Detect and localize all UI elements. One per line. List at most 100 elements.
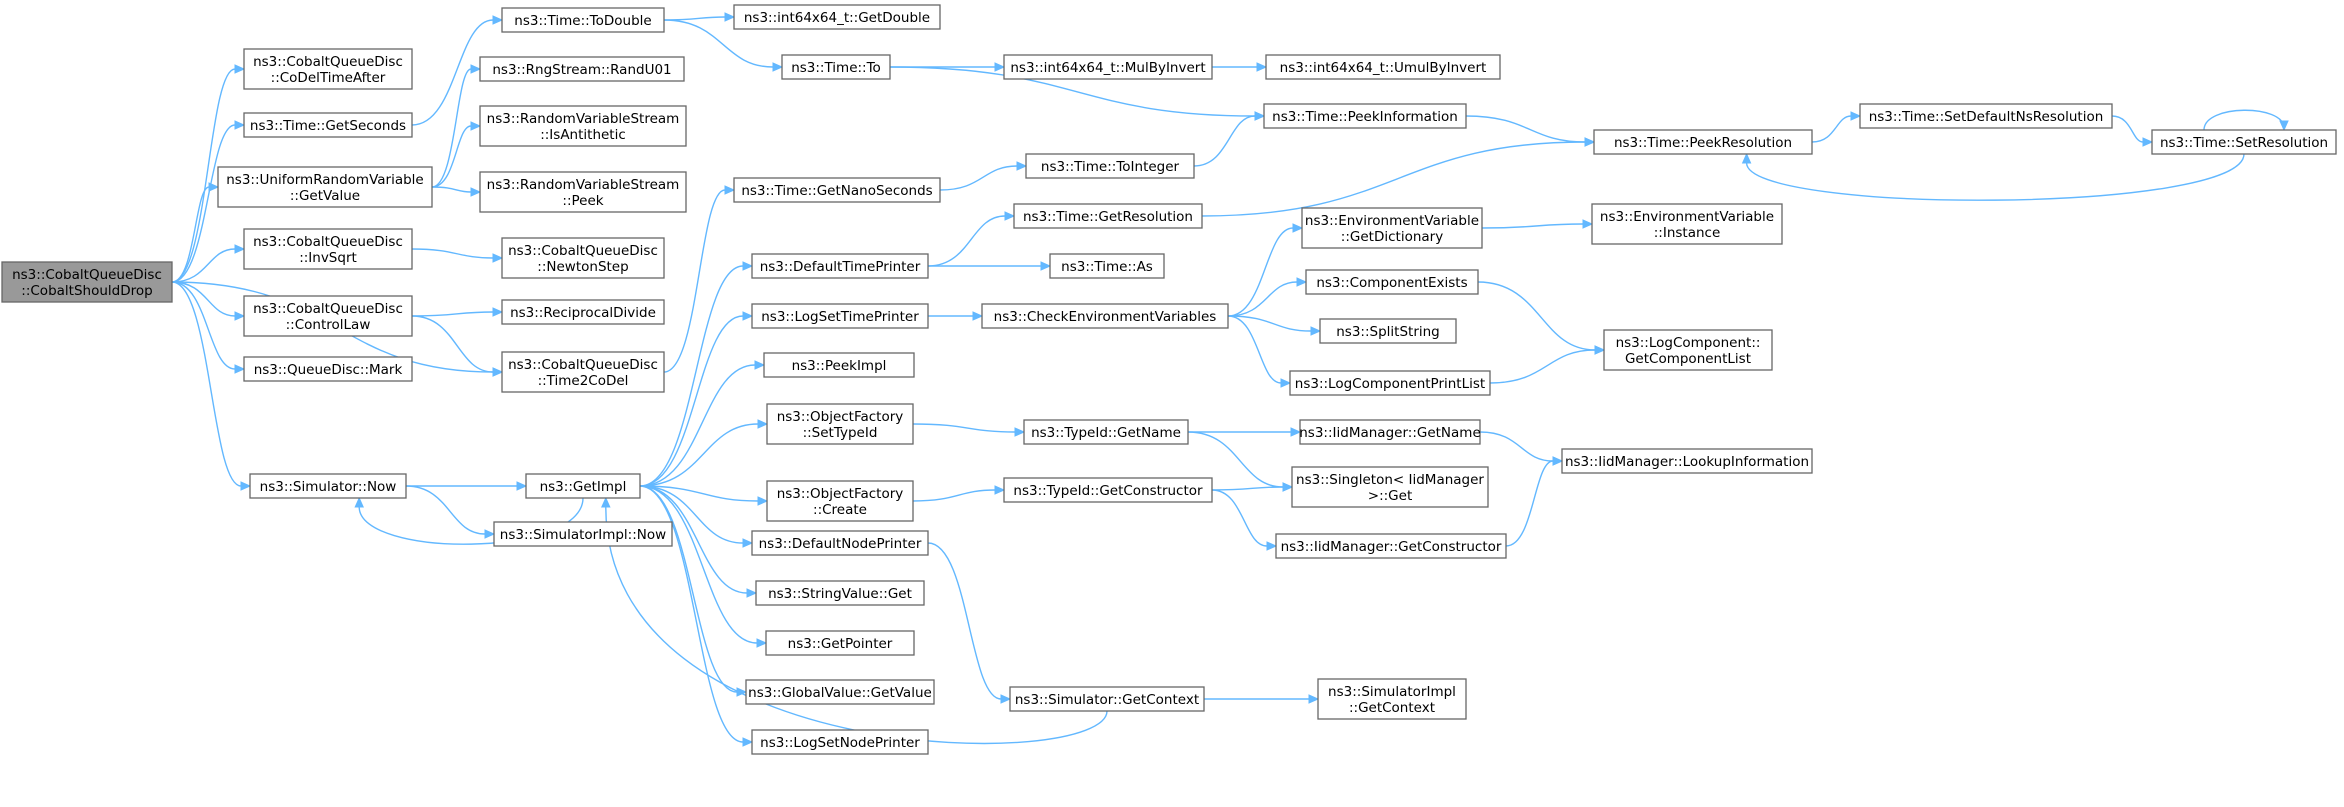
graph-node-peekresolution[interactable]: ns3::Time::PeekResolution: [1593, 129, 1813, 155]
graph-node-getpointer[interactable]: ns3::GetPointer: [765, 630, 915, 656]
graph-node-env-instance[interactable]: ns3::EnvironmentVariable::Instance: [1591, 203, 1783, 245]
graph-node-box: [217, 166, 433, 208]
graph-node-splitstring[interactable]: ns3::SplitString: [1319, 318, 1457, 344]
edge-arrowhead: [1292, 223, 1304, 233]
edge-arrowhead: [1254, 111, 1266, 121]
graph-node-peek-stream[interactable]: ns3::RandomVariableStream::Peek: [479, 171, 687, 213]
graph-node-invsqrt[interactable]: ns3::CobaltQueueDisc::InvSqrt: [243, 228, 413, 270]
graph-node-box: [1859, 103, 2113, 129]
graph-node-todouble[interactable]: ns3::Time::ToDouble: [501, 7, 665, 33]
edge-arrowhead: [240, 481, 252, 491]
graph-node-logsetnodeprinter[interactable]: ns3::LogSetNodePrinter: [751, 729, 929, 755]
graph-node-randu01[interactable]: ns3::RngStream::RandU01: [479, 56, 685, 82]
graph-node-tointeger[interactable]: ns3::Time::ToInteger: [1025, 153, 1195, 179]
graph-node-setdefaultnsresolution[interactable]: ns3::Time::SetDefaultNsResolution: [1859, 103, 2113, 129]
graph-node-of-create[interactable]: ns3::ObjectFactory::Create: [766, 480, 914, 522]
graph-node-label: ::CoDelTimeAfter: [271, 70, 386, 86]
graph-node-box: [1013, 203, 1203, 229]
graph-node-defaultnodeprinter[interactable]: ns3::DefaultNodePrinter: [751, 530, 929, 556]
graph-node-simimpl-getcontext[interactable]: ns3::SimulatorImpl::GetContext: [1317, 678, 1467, 720]
graph-node-time-to[interactable]: ns3::Time::To: [781, 54, 891, 80]
edge-arrowhead: [742, 737, 754, 747]
graph-node-sim-now[interactable]: ns3::Simulator::Now: [249, 473, 407, 499]
graph-node-time-as[interactable]: ns3::Time::As: [1049, 253, 1165, 279]
graph-node-defaulttimeprinter[interactable]: ns3::DefaultTimePrinter: [751, 253, 929, 279]
graph-node-getimpl[interactable]: ns3::GetImpl: [525, 473, 641, 499]
graph-node-label: ns3::Time::As: [1061, 259, 1153, 275]
graph-node-iid-lookup[interactable]: ns3::IidManager::LookupInformation: [1561, 448, 1813, 474]
edge-arrowhead: [1014, 427, 1026, 437]
graph-edge: [639, 485, 758, 644]
graph-node-get-seconds[interactable]: ns3::Time::GetSeconds: [243, 112, 413, 138]
graph-node-label: ns3::TypeId::GetName: [1031, 425, 1181, 441]
graph-node-env-getdictionary[interactable]: ns3::EnvironmentVariable::GetDictionary: [1301, 207, 1483, 249]
graph-edge: [912, 423, 1016, 433]
graph-node-singleton-get[interactable]: ns3::Singleton< IidManager >::Get: [1291, 466, 1489, 508]
graph-node-box: [765, 630, 915, 656]
graph-edge: [639, 485, 759, 502]
graph-node-reciprocal[interactable]: ns3::ReciprocalDivide: [501, 299, 665, 325]
graph-node-controllaw[interactable]: ns3::CobaltQueueDisc::ControlLaw: [243, 295, 413, 337]
graph-node-box: [1291, 466, 1489, 508]
graph-node-typeid-getname[interactable]: ns3::TypeId::GetName: [1023, 419, 1189, 445]
graph-edge: [927, 215, 1006, 267]
edge-arrowhead: [1282, 482, 1294, 492]
graph-node-box: [479, 56, 685, 82]
graph-edge: [663, 19, 774, 68]
graph-node-of-settypeid[interactable]: ns3::ObjectFactory::SetTypeId: [766, 403, 914, 445]
graph-node-int-getdouble[interactable]: ns3::int64x64_t::GetDouble: [733, 4, 941, 30]
graph-node-label: ns3::Time::PeekResolution: [1614, 135, 1792, 151]
graph-node-box: [501, 299, 665, 325]
graph-edge: [358, 497, 584, 545]
call-graph-nodes: ns3::CobaltQueueDisc::CobaltShouldDropns…: [1, 4, 2337, 755]
edge-arrowhead: [1256, 62, 1268, 72]
graph-node-box: [1593, 129, 1813, 155]
graph-edge: [431, 125, 472, 188]
graph-node-time2codel[interactable]: ns3::CobaltQueueDisc::Time2CoDel: [501, 351, 665, 393]
graph-node-root[interactable]: ns3::CobaltQueueDisc::CobaltShouldDrop: [1, 261, 173, 303]
graph-node-box: [1289, 370, 1491, 396]
graph-node-label: ns3::Time::ToDouble: [514, 13, 651, 29]
graph-node-stringvalue-get[interactable]: ns3::StringValue::Get: [755, 580, 925, 606]
graph-node-sim-getcontext[interactable]: ns3::Simulator::GetContext: [1009, 686, 1205, 712]
graph-edge: [1211, 489, 1268, 547]
graph-node-componentexists[interactable]: ns3::ComponentExists: [1305, 269, 1479, 295]
graph-edge: [639, 423, 759, 487]
edge-arrowhead: [234, 120, 246, 130]
graph-node-newtonstep[interactable]: ns3::CobaltQueueDisc::NewtonStep: [501, 237, 665, 279]
graph-node-typeid-getconstructor[interactable]: ns3::TypeId::GetConstructor: [1003, 477, 1213, 503]
graph-node-getnanoseconds[interactable]: ns3::Time::GetNanoSeconds: [733, 177, 941, 203]
graph-edge: [2111, 115, 2144, 143]
graph-node-label: ns3::GlobalValue::GetValue: [748, 685, 932, 701]
graph-node-box: [525, 473, 641, 499]
graph-node-logcomponentprintlist[interactable]: ns3::LogComponentPrintList: [1289, 370, 1491, 396]
edge-arrowhead: [1584, 137, 1596, 147]
edge-arrowhead: [1594, 345, 1606, 355]
graph-node-globalvalue-getvalue[interactable]: ns3::GlobalValue::GetValue: [745, 679, 935, 705]
graph-node-iid-getname[interactable]: ns3::IidManager::GetName: [1299, 419, 1481, 445]
graph-node-checkenv[interactable]: ns3::CheckEnvironmentVariables: [981, 303, 1229, 329]
graph-node-mulbyinvert[interactable]: ns3::int64x64_t::MulByInvert: [1003, 54, 1213, 80]
edge-arrowhead: [470, 187, 482, 197]
graph-node-peekimpl[interactable]: ns3::PeekImpl: [763, 352, 915, 378]
graph-node-label: ns3::CobaltQueueDisc: [253, 301, 403, 317]
graph-node-label: ns3::QueueDisc::Mark: [254, 362, 403, 378]
graph-edge: [912, 489, 996, 502]
graph-node-box: [751, 253, 929, 279]
graph-node-mark[interactable]: ns3::QueueDisc::Mark: [243, 356, 413, 382]
edge-arrowhead: [1741, 152, 1752, 164]
graph-node-setresolution[interactable]: ns3::Time::SetResolution: [2151, 129, 2337, 155]
graph-node-simimpl-now[interactable]: ns3::SimulatorImpl::Now: [493, 521, 673, 547]
graph-node-codel-after[interactable]: ns3::CobaltQueueDisc::CoDelTimeAfter: [243, 48, 413, 90]
graph-node-getresolution[interactable]: ns3::Time::GetResolution: [1013, 203, 1203, 229]
graph-node-umulbyinvert[interactable]: ns3::int64x64_t::UmulByInvert: [1265, 54, 1501, 80]
graph-node-iid-getconstructor[interactable]: ns3::IidManager::GetConstructor: [1275, 533, 1507, 559]
graph-node-logcomponent-getlist[interactable]: ns3::LogComponent::GetComponentList: [1603, 329, 1773, 371]
graph-node-uniform-getvalue[interactable]: ns3::UniformRandomVariable::GetValue: [217, 166, 433, 208]
graph-node-peekinformation[interactable]: ns3::Time::PeekInformation: [1263, 103, 1467, 129]
graph-node-logsettimeprinter[interactable]: ns3::LogSetTimePrinter: [751, 303, 929, 329]
graph-node-isantithetic[interactable]: ns3::RandomVariableStream::IsAntithetic: [479, 105, 687, 147]
graph-node-box: [243, 112, 413, 138]
graph-edge: [171, 281, 236, 317]
